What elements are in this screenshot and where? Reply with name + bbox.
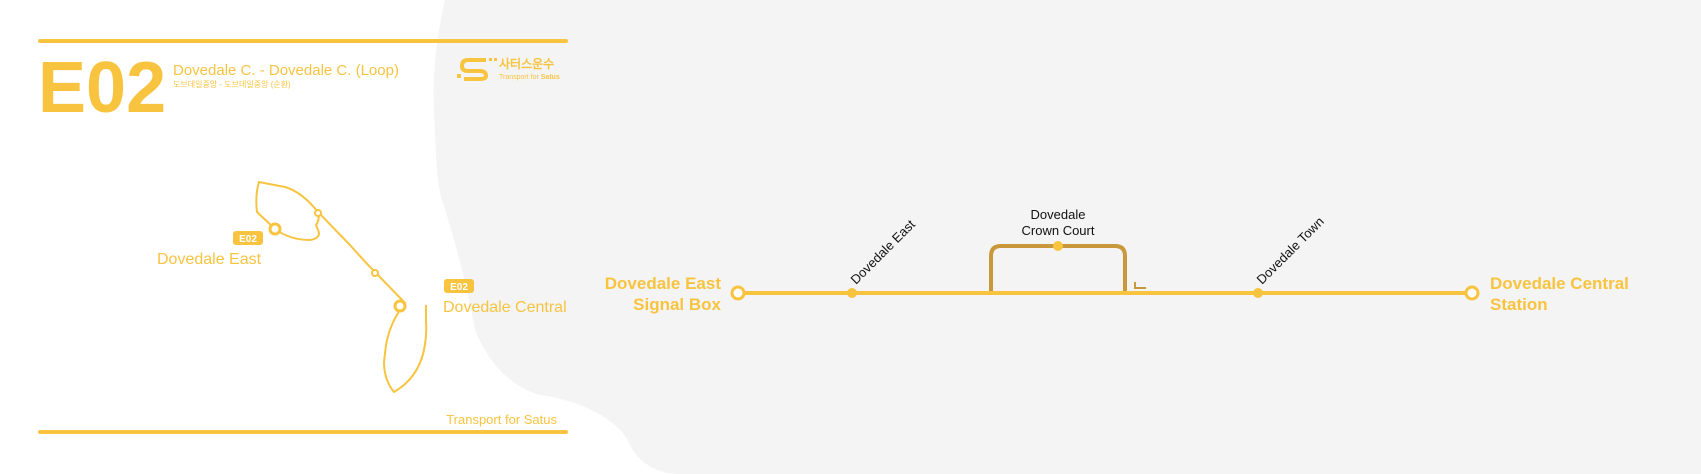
map-badge-central-text: E02 [450, 282, 468, 293]
route-name-korean: 도브데일중앙 - 도브데일중앙 (순환) [173, 79, 291, 89]
stop-marker[interactable] [1253, 288, 1263, 298]
svg-text:사터스운수: 사터스운수 [499, 56, 554, 71]
white-panel [0, 0, 680, 474]
operator-logo: 사터스운수 Transport for Satus [457, 56, 560, 81]
map-badge-east-text: E02 [239, 234, 257, 245]
stop-marker[interactable] [1053, 241, 1063, 251]
map-label-east: Dovedale East [157, 251, 262, 268]
map-badge-central [444, 279, 474, 293]
bottom-rule [38, 430, 568, 434]
stop-label: Dovedale East [848, 216, 919, 287]
terminal-start-marker[interactable] [730, 285, 746, 301]
top-rule [38, 39, 568, 43]
branch-loop [989, 244, 1127, 293]
svg-text:Transport for Satus: Transport for Satus [499, 74, 560, 81]
route-code: E02 [38, 48, 166, 128]
geographic-map [255, 180, 428, 394]
stop-label: Dovedale Town [1254, 214, 1327, 287]
stop-marker[interactable] [847, 288, 857, 298]
map-label-central: Dovedale Central [443, 299, 567, 316]
route-name: Dovedale C. - Dovedale C. (Loop) [173, 62, 399, 79]
map-badge-east [233, 231, 263, 245]
terminal-end-marker[interactable] [1464, 285, 1480, 301]
one-way-arrow-icon [1134, 282, 1146, 289]
footer-text: Transport for Satus [446, 412, 557, 427]
